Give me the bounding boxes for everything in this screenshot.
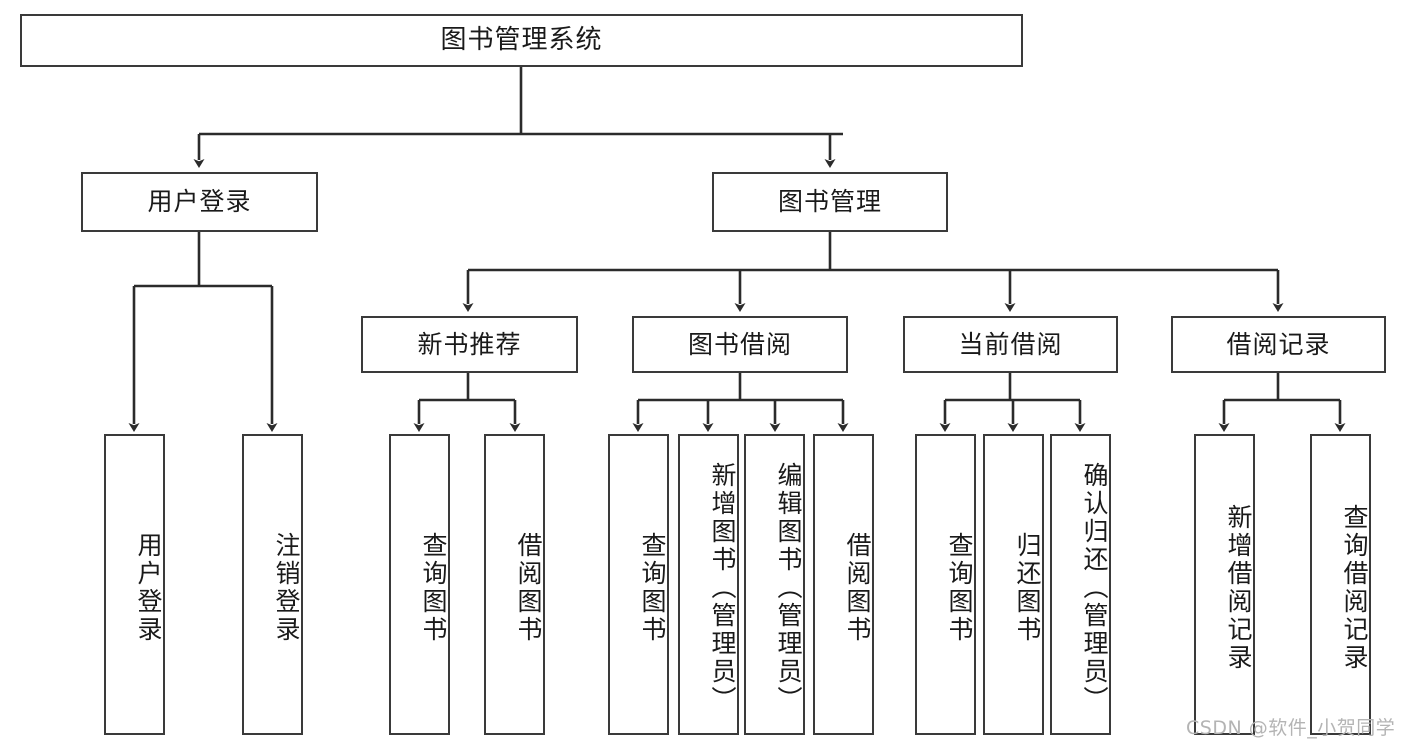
node-label: 图书管理系统 bbox=[440, 25, 603, 56]
node-label: 查询图书 bbox=[945, 531, 974, 644]
leaf-user-login[interactable]: 用户登录 bbox=[104, 434, 165, 735]
leaf-return-book[interactable]: 归还图书 bbox=[983, 434, 1044, 735]
node-label: 查询图书 bbox=[638, 531, 667, 644]
node-label: 用户登录 bbox=[147, 187, 252, 217]
leaf-query-book-recommend[interactable]: 查询图书 bbox=[389, 434, 450, 735]
leaf-add-borrow-record[interactable]: 新增借阅记录 bbox=[1194, 434, 1255, 735]
leaf-query-book-borrow[interactable]: 查询图书 bbox=[608, 434, 669, 735]
leaf-confirm-return-admin[interactable]: 确认归还（管理员） bbox=[1050, 434, 1111, 735]
node-label: 新增借阅记录 bbox=[1224, 503, 1253, 672]
leaf-logout-login[interactable]: 注销登录 bbox=[242, 434, 303, 735]
node-book-borrow[interactable]: 图书借阅 bbox=[632, 316, 848, 373]
node-borrow-record[interactable]: 借阅记录 bbox=[1171, 316, 1386, 373]
node-label: 编辑图书（管理员） bbox=[774, 461, 803, 714]
leaf-query-book-current[interactable]: 查询图书 bbox=[915, 434, 976, 735]
node-label: 当前借阅 bbox=[958, 329, 1063, 359]
leaf-borrow-book[interactable]: 借阅图书 bbox=[813, 434, 874, 735]
leaf-edit-book-admin[interactable]: 编辑图书（管理员） bbox=[744, 434, 805, 735]
node-label: 借阅记录 bbox=[1226, 329, 1331, 359]
node-current-borrow[interactable]: 当前借阅 bbox=[903, 316, 1118, 373]
node-label: 新书推荐 bbox=[417, 329, 522, 359]
node-label: 新增图书（管理员） bbox=[708, 461, 737, 714]
leaf-add-book-admin[interactable]: 新增图书（管理员） bbox=[678, 434, 739, 735]
csdn-watermark: CSDN @软件_小贺同学 bbox=[1186, 717, 1396, 739]
node-new-book-recommend[interactable]: 新书推荐 bbox=[361, 316, 578, 373]
leaf-borrow-book-recommend[interactable]: 借阅图书 bbox=[484, 434, 545, 735]
node-label: 查询图书 bbox=[419, 531, 448, 644]
node-label: 确认归还（管理员） bbox=[1080, 461, 1109, 714]
node-label: 注销登录 bbox=[272, 531, 301, 644]
node-label: 借阅图书 bbox=[843, 531, 872, 644]
node-label: 图书借阅 bbox=[687, 329, 792, 359]
node-label: 归还图书 bbox=[1013, 531, 1042, 644]
node-book-management[interactable]: 图书管理 bbox=[712, 172, 948, 232]
node-root-book-management-system[interactable]: 图书管理系统 bbox=[20, 14, 1023, 67]
node-label: 借阅图书 bbox=[514, 531, 543, 644]
node-label: 查询借阅记录 bbox=[1340, 503, 1369, 672]
leaf-query-borrow-record[interactable]: 查询借阅记录 bbox=[1310, 434, 1371, 735]
node-label: 用户登录 bbox=[134, 531, 163, 644]
node-user-login[interactable]: 用户登录 bbox=[81, 172, 318, 232]
node-label: 图书管理 bbox=[777, 187, 882, 217]
